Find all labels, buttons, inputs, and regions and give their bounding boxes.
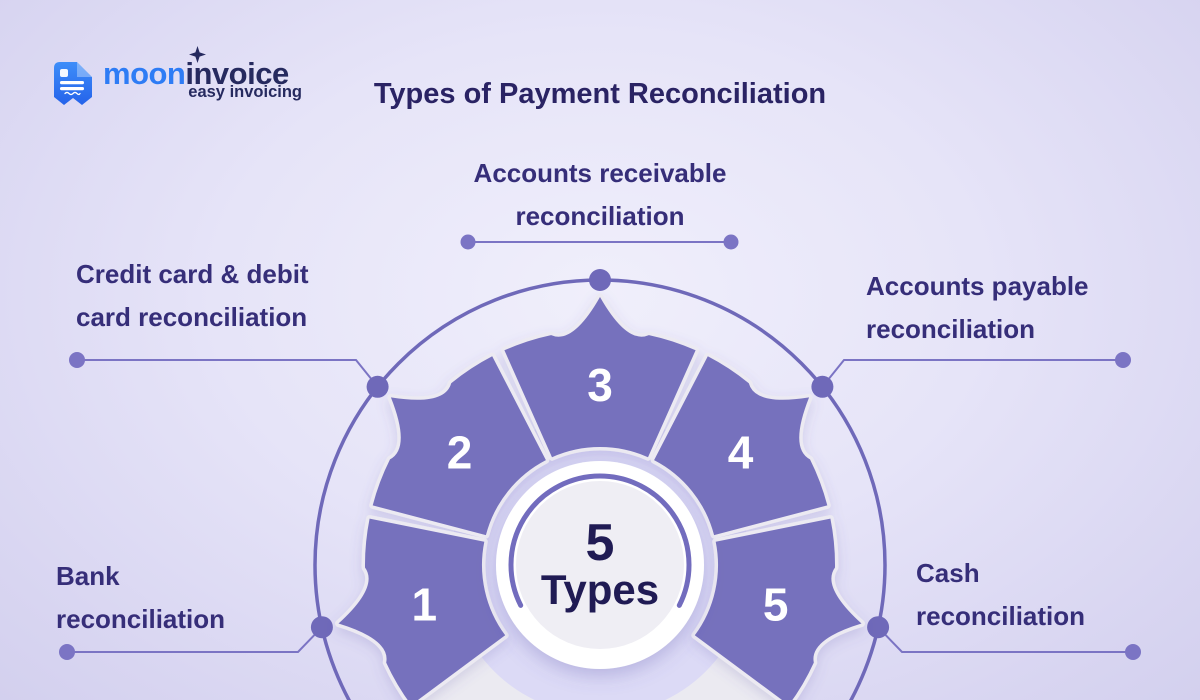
moon-invoice-logo: mooninvoice easy invoicing — [50, 44, 330, 114]
ring-anchor-dots — [310, 269, 890, 639]
connector-lines — [67, 241, 1133, 653]
ring-dot-lower-right — [867, 616, 890, 639]
label-line: reconciliation — [866, 314, 1036, 344]
segment-number-2: 2 — [447, 427, 473, 479]
ring-dot-top — [589, 269, 611, 291]
label-line: Cash — [916, 558, 980, 588]
label-bank-reconciliation: Bank reconciliation — [56, 555, 225, 641]
dot-credit-card — [69, 352, 85, 368]
label-line: Credit card & debit — [76, 259, 309, 289]
wheel-segments — [335, 293, 865, 700]
label-line: reconciliation — [515, 201, 685, 231]
dot-receivable-right — [723, 234, 739, 250]
segment-number-1: 1 — [412, 578, 438, 630]
label-credit-card-debit-card-reconciliation: Credit card & debit card reconciliation — [76, 253, 309, 339]
label-line: reconciliation — [56, 604, 226, 634]
connector-credit-card — [77, 359, 379, 388]
label-line: reconciliation — [916, 601, 1086, 631]
label-line: Bank — [56, 561, 120, 591]
label-line: Accounts receivable — [473, 158, 727, 188]
ring-dot-upper-right — [811, 375, 834, 398]
center-arc — [508, 473, 692, 608]
ring-dot-upper-left — [366, 375, 389, 398]
page-title: Types of Payment Reconciliation — [373, 78, 827, 110]
segment-1 — [335, 515, 509, 700]
segment-numbers: 1 2 3 4 5 — [412, 359, 789, 630]
dot-receivable-left — [460, 234, 476, 250]
dot-cash — [1125, 644, 1141, 660]
center-count: 5 — [586, 514, 615, 572]
segment-3 — [500, 293, 700, 461]
segment-4 — [650, 352, 831, 539]
label-accounts-receivable-reconciliation: Accounts receivable reconciliation — [350, 152, 850, 238]
label-line: Accounts payable — [866, 271, 1089, 301]
connector-accounts-payable — [821, 359, 1123, 388]
segment-number-5: 5 — [763, 578, 789, 630]
connector-bank — [67, 626, 323, 653]
brand-invoice: invoice — [185, 56, 289, 91]
segment-number-4: 4 — [728, 427, 754, 479]
brand-moon: moon — [103, 56, 186, 91]
dot-bank — [59, 644, 75, 660]
connector-end-dots — [59, 234, 1141, 660]
segment-5 — [691, 515, 865, 700]
center-label: Types — [541, 566, 659, 613]
sparkle-icon — [189, 46, 206, 63]
connector-cash — [877, 626, 1133, 653]
label-cash-reconciliation: Cash reconciliation — [916, 552, 1085, 638]
label-accounts-payable-reconciliation: Accounts payable reconciliation — [866, 265, 1089, 351]
segment-2 — [369, 352, 550, 539]
ring-dot-lower-left — [310, 616, 333, 639]
center-inner-circle — [516, 481, 684, 649]
invoice-document-icon — [54, 62, 92, 105]
label-line: card reconciliation — [76, 302, 308, 332]
brand-tagline: easy invoicing — [188, 83, 302, 101]
segment-number-3: 3 — [587, 359, 613, 411]
dot-accounts-payable — [1115, 352, 1131, 368]
brand-wordmark: mooninvoice — [103, 56, 289, 92]
